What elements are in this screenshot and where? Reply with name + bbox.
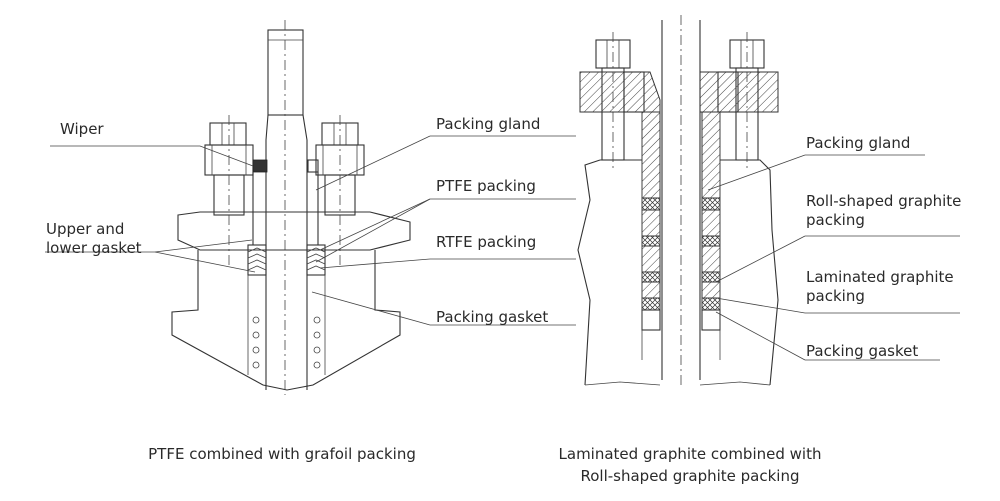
label-upper-lower-gasket: Upper and lower gasket — [46, 220, 142, 257]
label-left-packing-gasket: Packing gasket — [436, 308, 549, 326]
right-body-left-edge — [577, 159, 601, 386]
left-wiper — [252, 159, 268, 173]
caption-right-line2: Roll-shaped graphite packing — [580, 467, 800, 485]
label-wiper: Wiper — [60, 120, 104, 138]
label-ptfe-packing: PTFE packing — [436, 177, 536, 195]
right-gland-right — [701, 111, 721, 199]
caption-left: PTFE combined with grafoil packing — [148, 445, 416, 463]
caption-right-line1: Laminated graphite combined with — [558, 445, 822, 463]
left-bolt-left — [204, 115, 254, 265]
label-roll-shaped-graphite: Roll-shaped graphite packing — [806, 192, 962, 229]
left-spring — [252, 316, 321, 369]
left-bolt-right — [315, 115, 365, 265]
left-drawing — [45, 20, 576, 395]
left-gland-flange — [177, 211, 411, 251]
right-drawing — [577, 15, 960, 386]
right-stem — [661, 20, 701, 380]
right-gland-left — [641, 111, 661, 199]
label-rtfe-packing: RTFE packing — [436, 233, 537, 251]
right-flange-left — [579, 71, 661, 113]
label-left-packing-gland: Packing gland — [436, 115, 541, 133]
leader-wiper — [50, 145, 254, 167]
label-right-packing-gland: Packing gland — [806, 134, 911, 152]
left-body — [171, 250, 401, 391]
right-flange-right — [699, 71, 779, 113]
left-packing-stack — [247, 244, 326, 276]
left-stem — [265, 114, 308, 390]
label-laminated-graphite: Laminated graphite packing — [806, 268, 954, 305]
left-stem-top — [267, 29, 304, 116]
label-right-packing-gasket: Packing gasket — [806, 342, 919, 360]
